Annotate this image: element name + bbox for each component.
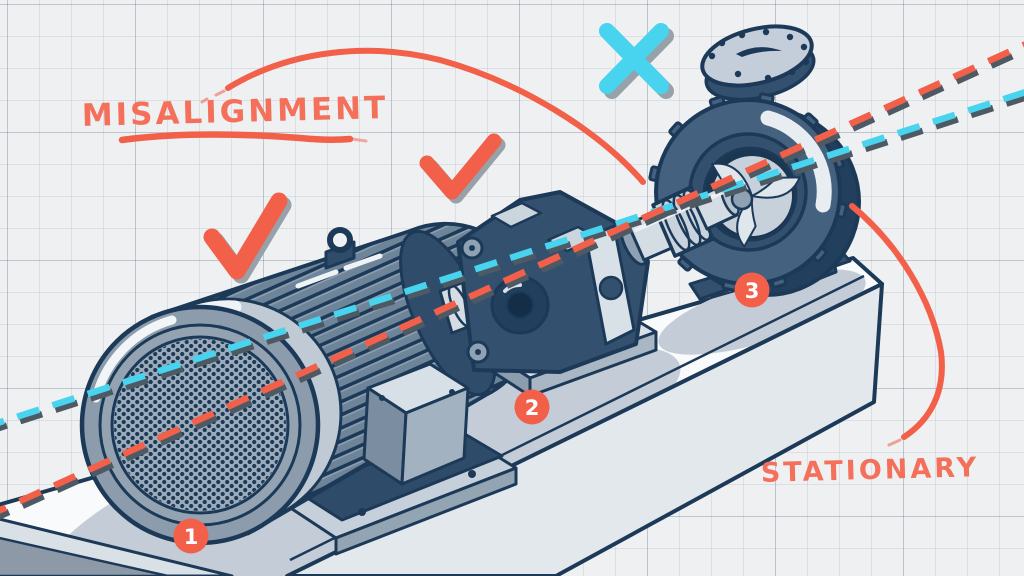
flange-bolts	[708, 28, 810, 82]
check-icon	[419, 133, 506, 204]
misalignment-underline	[118, 131, 354, 144]
x-icon	[599, 23, 674, 99]
misalignment-label: MISALIGNMENT	[81, 90, 388, 134]
badge-3: 3	[734, 272, 770, 308]
pump	[648, 24, 861, 301]
stationary-label: STATIONARY	[760, 452, 979, 489]
check-icon	[203, 192, 292, 284]
badge-3-number: 3	[745, 279, 760, 303]
stationary-arc	[849, 203, 945, 447]
misaligned-axis-line	[0, 41, 1024, 520]
badge-2-number: 2	[525, 396, 540, 420]
badge-1-number: 1	[184, 525, 199, 549]
misalignment-arc	[200, 47, 646, 185]
pump-flange	[700, 24, 814, 88]
badge-1: 1	[173, 518, 209, 554]
badge-2: 2	[514, 389, 550, 425]
motor-junction-box	[362, 362, 470, 486]
ground-shadow	[0, 536, 170, 576]
